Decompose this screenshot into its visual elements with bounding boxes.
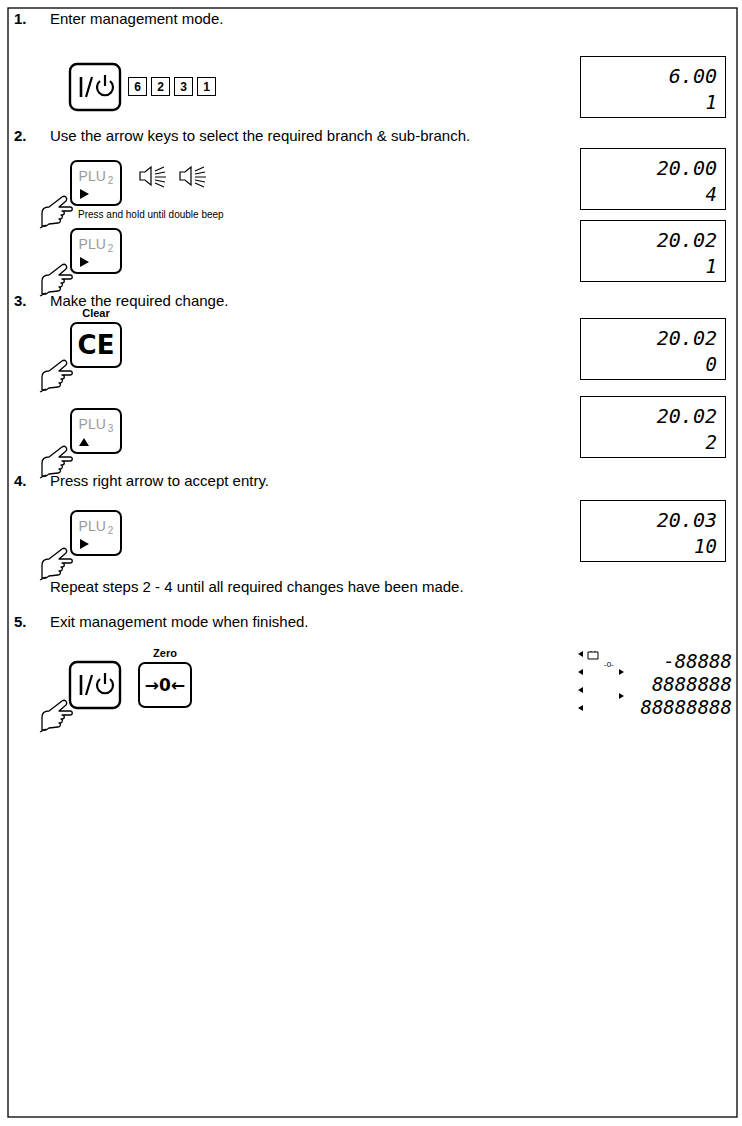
plu-key: PLU3 <box>70 408 122 454</box>
function-key: ClearCE <box>70 322 122 368</box>
power-key <box>70 662 120 708</box>
display-indicators <box>578 651 624 711</box>
plu-key: PLU2 <box>70 228 122 274</box>
instruction-text: Press right arrow to accept entry. <box>50 472 269 490</box>
lcd-display: 20.03 10 <box>580 500 726 562</box>
instruction-text: Exit management mode when finished. <box>50 613 308 631</box>
note-text: -0- <box>604 660 614 670</box>
key-digit: 1 <box>203 80 210 94</box>
display-reading: 20.02 <box>657 327 717 349</box>
key-subscript: 2 <box>108 243 114 254</box>
key-name: PLU <box>79 168 106 184</box>
page-frame <box>8 8 737 1117</box>
key-digit: 3 <box>180 80 187 94</box>
pressing-hand <box>40 700 72 732</box>
arrow-symbol <box>78 256 92 268</box>
plu-key: PLU2 <box>70 160 122 206</box>
step-number: 1. <box>14 10 27 28</box>
display-reading: 10 <box>694 535 717 557</box>
key-caption: Clear <box>82 307 110 319</box>
key-legend: PLU2 <box>72 517 120 536</box>
display-reading: 1 <box>706 255 717 277</box>
pressing-hand <box>40 360 72 392</box>
key-symbol: CE <box>78 330 115 360</box>
lcd-display-all-segments: -88888888888888888888 <box>600 648 734 720</box>
lcd-display: 20.02 1 <box>580 220 726 282</box>
key-digit: 2 <box>157 80 164 94</box>
instruction-text: Enter management mode. <box>50 10 223 28</box>
display-reading: 0 <box>706 353 717 375</box>
key-legend: PLU2 <box>72 167 120 186</box>
arrow-symbol <box>78 188 92 200</box>
arrow-symbol <box>78 436 92 448</box>
display-reading: 2 <box>706 431 717 453</box>
display-reading: 20.02 <box>657 229 717 251</box>
number-key: 1 <box>197 77 216 96</box>
pressing-hand <box>40 196 72 228</box>
beep-symbol <box>140 167 166 187</box>
display-reading: 20.03 <box>657 509 717 531</box>
key-digit: 6 <box>134 80 141 94</box>
key-name: PLU <box>79 236 106 252</box>
lcd-display: 6.00 1 <box>580 56 726 118</box>
pressing-hand <box>40 548 72 580</box>
number-key: 2 <box>151 77 170 96</box>
lcd-display: 20.02 0 <box>580 318 726 380</box>
number-key: 6 <box>128 77 147 96</box>
key-name: PLU <box>79 416 106 432</box>
note-text: Press and hold until double beep <box>78 209 224 221</box>
pressing-hand <box>40 264 72 296</box>
display-reading: 88888888 <box>640 696 732 719</box>
key-subscript: 2 <box>108 525 114 536</box>
key-legend: PLU3 <box>72 415 120 434</box>
step-number: 3. <box>14 292 27 310</box>
display-reading: 20.02 <box>657 405 717 427</box>
display-reading: 20.00 <box>657 157 717 179</box>
plu-key: PLU2 <box>70 510 122 556</box>
key-subscript: 3 <box>108 423 114 434</box>
instruction-text: Repeat steps 2 - 4 until all required ch… <box>50 578 464 596</box>
key-symbol: →0← <box>145 675 185 695</box>
instruction-text: Use the arrow keys to select the require… <box>50 127 470 145</box>
lcd-display: 20.00 4 <box>580 148 726 210</box>
number-key: 3 <box>174 77 193 96</box>
key-caption: Zero <box>153 647 177 659</box>
key-subscript: 2 <box>108 175 114 186</box>
display-reading: -88888 <box>663 650 732 673</box>
lcd-display: 20.02 2 <box>580 396 726 458</box>
step-number: 4. <box>14 472 27 490</box>
step-number: 5. <box>14 613 27 631</box>
display-reading: 8888888 <box>652 673 732 696</box>
key-legend: PLU2 <box>72 235 120 254</box>
key-name: PLU <box>79 518 106 534</box>
arrow-symbol <box>78 538 92 550</box>
beep-symbol <box>180 167 206 187</box>
power-key <box>70 64 120 110</box>
display-reading: 6.00 <box>669 65 717 87</box>
instruction-text: Make the required change. <box>50 292 228 310</box>
display-reading: 4 <box>706 183 717 205</box>
display-reading: 1 <box>706 91 717 113</box>
step-number: 2. <box>14 127 27 145</box>
function-key: Zero→0← <box>138 662 192 708</box>
